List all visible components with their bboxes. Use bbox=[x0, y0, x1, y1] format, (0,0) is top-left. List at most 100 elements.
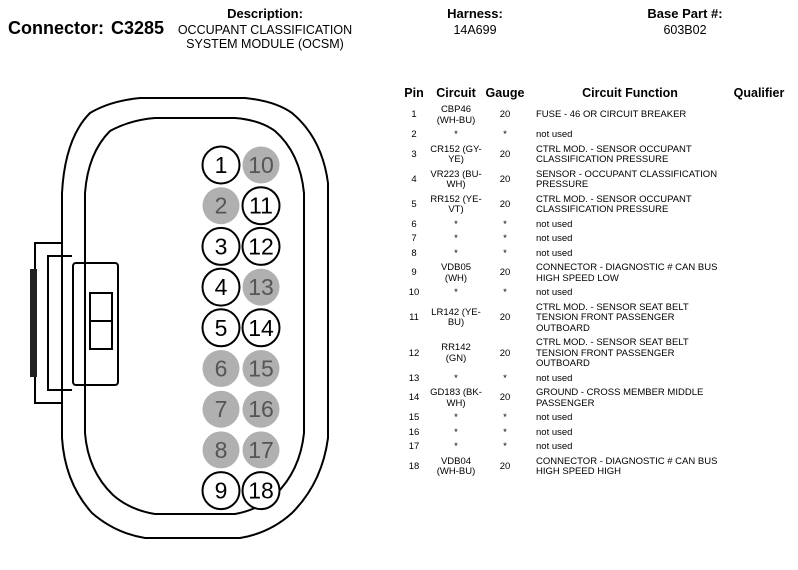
pin-3: 3 bbox=[201, 226, 241, 266]
pin-cell: 18 bbox=[408, 460, 420, 472]
function-cell: CONNECTOR - DIAGNOSTIC # CAN BUS HIGH SP… bbox=[536, 455, 718, 477]
pin-cavity bbox=[201, 267, 241, 307]
qualifier-cell bbox=[724, 232, 794, 247]
pin-number: 7 bbox=[215, 396, 228, 422]
function-cell: not used bbox=[536, 412, 573, 423]
pin-cell: 16 bbox=[408, 426, 420, 438]
pin-14: 14 bbox=[241, 308, 281, 348]
pin-cell: 6 bbox=[411, 218, 417, 230]
connector-name: C3285 bbox=[111, 18, 165, 38]
function-cell: not used bbox=[536, 287, 573, 298]
pin-6: 6 bbox=[202, 350, 240, 387]
pin-number: 13 bbox=[248, 274, 274, 300]
gauge-cell: 20 bbox=[499, 267, 511, 279]
pin-12: 12 bbox=[241, 226, 281, 266]
table-row: 10**not used bbox=[398, 286, 794, 301]
gauge-cell: * bbox=[503, 247, 507, 259]
gauge-cell: 20 bbox=[499, 148, 511, 160]
qualifier-cell bbox=[724, 261, 794, 286]
pin-cell: 4 bbox=[411, 173, 417, 185]
table-row: 2**not used bbox=[398, 128, 794, 143]
pin-number: 16 bbox=[248, 396, 274, 422]
housing-outer bbox=[61, 97, 329, 539]
base-part-label: Base Part #: bbox=[647, 6, 723, 21]
circuit-cell: * bbox=[454, 218, 458, 230]
circuit-cell: GD183 (BK-WH) bbox=[430, 387, 482, 409]
pin-15: 15 bbox=[242, 350, 280, 387]
circuit-cell: * bbox=[454, 412, 458, 423]
harness-block: Harness: 14A699 bbox=[420, 7, 530, 38]
function-cell: not used bbox=[536, 372, 573, 384]
circuit-cell: * bbox=[454, 426, 458, 438]
pin-number: 11 bbox=[249, 193, 273, 219]
gauge-cell: 20 bbox=[499, 198, 511, 210]
function-cell: not used bbox=[536, 247, 573, 259]
description-line-2: SYSTEM MODULE (OCSM) bbox=[186, 37, 344, 51]
pin-cell: 9 bbox=[411, 267, 417, 279]
function-cell: SENSOR - OCCUPANT CLASSIFICATION PRESSUR… bbox=[536, 168, 718, 190]
pin-number: 2 bbox=[215, 193, 228, 219]
function-cell: not used bbox=[536, 218, 573, 230]
gauge-cell: 20 bbox=[499, 173, 511, 185]
pin-number: 4 bbox=[215, 274, 228, 300]
pin-17: 17 bbox=[242, 431, 280, 469]
function-cell: CTRL MOD. - SENSOR SEAT BELT TENSION FRO… bbox=[536, 301, 689, 334]
function-cell: not used bbox=[536, 233, 573, 244]
circuit-cell: * bbox=[454, 247, 458, 259]
pin-number: 12 bbox=[248, 233, 274, 259]
pin-number: 1 bbox=[215, 152, 228, 178]
gauge-cell: 20 bbox=[499, 347, 511, 359]
function-cell: FUSE - 46 OR CIRCUIT BREAKER bbox=[536, 109, 687, 121]
circuit-cell: VDB05 (WH) bbox=[440, 262, 472, 284]
description-label: Description: bbox=[227, 6, 303, 21]
pin-10: 10 bbox=[242, 146, 280, 184]
pin-number: 10 bbox=[248, 152, 274, 178]
header-circuit: Circuit bbox=[436, 86, 476, 100]
circuit-cell: CBP46 (WH-BU) bbox=[436, 104, 476, 126]
pin-cell: 8 bbox=[411, 247, 417, 259]
function-cell: GROUND - CROSS MEMBER MIDDLE PASSENGER bbox=[536, 387, 704, 409]
description-block: Description: OCCUPANT CLASSIFICATION SYS… bbox=[160, 6, 370, 52]
function-cell: CTRL MOD. - SENSOR SEAT BELT TENSION FRO… bbox=[536, 337, 689, 369]
pin-cavity bbox=[242, 350, 280, 387]
pin-number: 8 bbox=[215, 437, 228, 463]
qualifier-cell bbox=[724, 128, 794, 143]
pin-13: 13 bbox=[242, 268, 280, 306]
pin-number: 14 bbox=[248, 315, 274, 341]
function-cell: not used bbox=[536, 129, 573, 140]
pin-number: 15 bbox=[248, 356, 274, 382]
pin-cavity bbox=[202, 187, 240, 225]
header-gauge: Gauge bbox=[485, 86, 525, 100]
pinout-table: Pin Circuit Gauge Circuit Function Quali… bbox=[398, 86, 794, 480]
pin-cavity bbox=[242, 431, 280, 469]
pin-cavity bbox=[241, 308, 281, 348]
pin-9: 9 bbox=[201, 471, 241, 511]
table-row: 8 * * not used bbox=[398, 247, 794, 262]
pin-number: 17 bbox=[248, 437, 274, 463]
connector-face-diagram: 1 10 2 11 3 12 4 13 5 14 6 15 7 16 8 17 9 18 bbox=[30, 97, 329, 539]
function-cell: not used bbox=[536, 441, 573, 452]
pin-8: 8 bbox=[202, 431, 240, 469]
qualifier-cell bbox=[724, 286, 794, 301]
table-row: 15**not used bbox=[398, 411, 794, 426]
function-cell: CTRL MOD. - SENSOR OCCUPANT CLASSIFICATI… bbox=[536, 193, 692, 215]
pin-5: 5 bbox=[201, 308, 241, 348]
pin-number: 3 bbox=[215, 233, 228, 259]
connector-title: Connector: C3285 bbox=[8, 18, 164, 39]
pin-number: 18 bbox=[248, 478, 274, 504]
pin-cell: 15 bbox=[408, 412, 420, 423]
pin-16: 16 bbox=[242, 390, 280, 428]
gauge-cell: * bbox=[503, 372, 507, 384]
pin-cavity bbox=[201, 145, 241, 185]
qualifier-cell bbox=[724, 193, 794, 218]
pin-cavity bbox=[241, 186, 281, 226]
pin-cell: 14 bbox=[408, 392, 420, 404]
circuit-cell: * bbox=[454, 441, 458, 452]
pin-cell: 2 bbox=[411, 129, 417, 140]
